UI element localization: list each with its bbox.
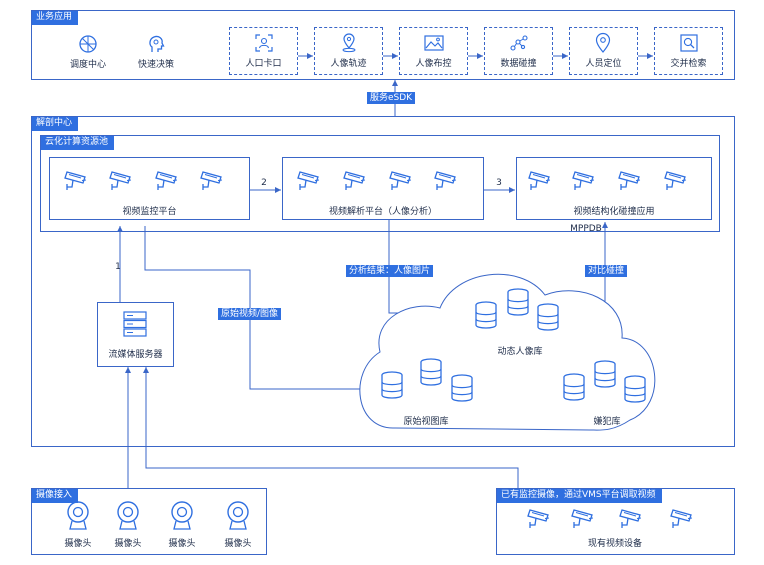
flow-box-trajectory	[314, 27, 383, 75]
flow-box-image-control	[399, 27, 468, 75]
esdk-label: 服务eSDK	[367, 92, 416, 104]
platform-label: 视频结构化碰撞应用	[573, 207, 655, 217]
cloud-compute-pool: 云化计算资源池	[40, 135, 720, 232]
flow-item-label: 数据碰撞	[500, 59, 537, 69]
camera-access-region: 摄像接入	[31, 488, 267, 555]
data-collision-icon	[510, 34, 528, 52]
business-app-title: 业务应用	[32, 11, 79, 25]
stream-server-label: 流媒体服务器	[108, 350, 163, 360]
raw-video-tag: 原始视频/图像	[218, 308, 282, 320]
camera-label: 摄像头	[224, 539, 252, 549]
fast-decision-icon	[146, 34, 166, 54]
business-app-region: 业务应用	[31, 10, 735, 80]
server-icon	[123, 311, 147, 337]
step2-number: 2	[261, 178, 267, 188]
business-item-label: 快速决策	[137, 60, 174, 70]
db-raw-label: 原始视图库	[403, 417, 449, 427]
business-item-label: 调度中心	[69, 60, 106, 70]
cloud-pool-title: 云化计算资源池	[41, 136, 115, 150]
existing-to-stream-line	[143, 367, 519, 488]
analysis-center-region: 解剖中心	[31, 116, 735, 447]
analysis-result-tag: 分析结果：人像图片	[346, 265, 434, 277]
search-icon	[680, 34, 698, 52]
checkpoint-icon	[255, 34, 273, 52]
video-monitor-platform	[49, 157, 250, 220]
camera-label: 摄像头	[64, 539, 92, 549]
flow-box-location	[569, 27, 638, 75]
location-pin-icon	[595, 32, 611, 53]
db-suspect-label: 嫌犯库	[593, 417, 621, 427]
flow-box-checkpoint	[229, 27, 298, 75]
flow-box-search	[654, 27, 723, 75]
dispatch-center-icon	[78, 34, 98, 54]
compare-tag: 对比碰撞	[585, 265, 628, 277]
step1-number: 1	[115, 262, 121, 272]
flow-item-label: 人口卡口	[245, 59, 282, 69]
raw-video-line	[144, 226, 370, 392]
stream-media-server	[97, 302, 174, 367]
video-structure-app	[516, 157, 712, 220]
flow-item-label: 人像布控	[415, 59, 452, 69]
camera-access-title: 摄像接入	[32, 489, 79, 503]
image-control-icon	[424, 35, 444, 51]
trajectory-icon	[340, 33, 358, 53]
flow-item-label: 人像轨迹	[330, 59, 367, 69]
mppdb-label: MPPDB	[570, 224, 602, 234]
camera-label: 摄像头	[168, 539, 196, 549]
platform-label: 视频监控平台	[122, 207, 177, 217]
analysis-center-title: 解剖中心	[32, 117, 79, 131]
flow-box-data-collision	[484, 27, 553, 75]
flow-item-label: 人员定位	[585, 59, 622, 69]
platform-label: 视频解析平台（人像分析）	[328, 207, 437, 217]
camera-label: 摄像头	[114, 539, 142, 549]
step3-number: 3	[496, 178, 502, 188]
video-parse-platform	[282, 157, 484, 220]
existing-devices-label: 现有视频设备	[587, 539, 642, 549]
db-dynamic-label: 动态人像库	[497, 347, 543, 357]
existing-devices-title: 已有监控摄像，通过VMS平台调取视频	[497, 489, 662, 503]
flow-item-label: 交并检索	[670, 59, 707, 69]
